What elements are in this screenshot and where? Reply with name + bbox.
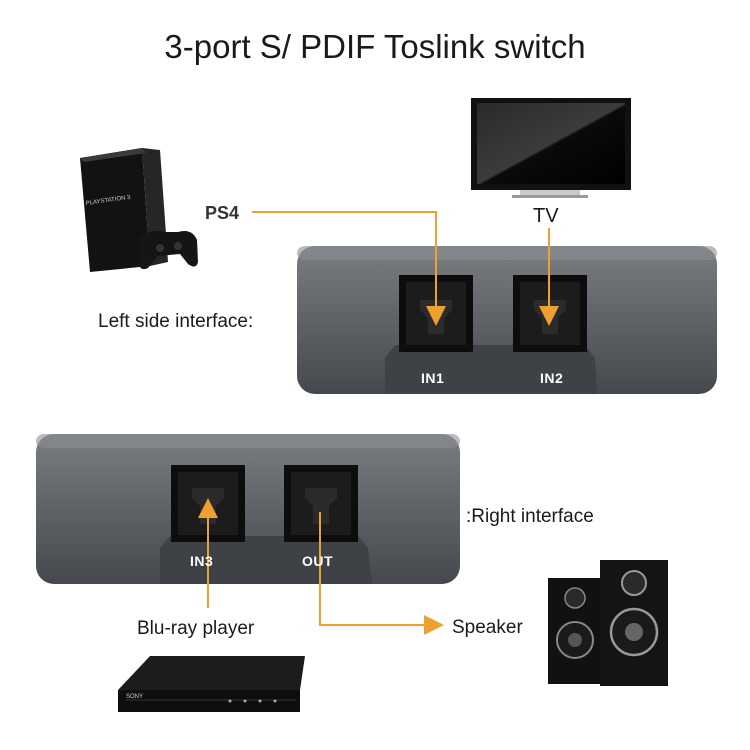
bluray-brand-text: SONY <box>126 694 143 700</box>
switch-left-side-housing <box>297 246 717 394</box>
port-label-in3: IN3 <box>190 553 214 569</box>
switch-right-side-housing <box>36 434 460 584</box>
connection-arrows <box>198 211 559 635</box>
arrow-out-to-speaker <box>319 512 444 635</box>
speakers-image <box>548 560 668 686</box>
port-label-in2: IN2 <box>540 370 564 386</box>
arrow-ps4-to-in1 <box>252 211 446 326</box>
tv-image <box>471 98 631 198</box>
right-interface-label: :Right interface <box>466 506 594 527</box>
ps4-label: PS4 <box>205 203 240 223</box>
bluray-player-image: SONY <box>118 656 305 712</box>
port-label-out: OUT <box>302 553 334 569</box>
left-side-interface-label: Left side interface: <box>98 311 254 332</box>
speaker-label: Speaker <box>452 617 523 638</box>
page-title: 3-port S/ PDIF Toslink switch <box>164 28 586 65</box>
gamepad-image <box>138 230 198 270</box>
bluray-player-label: Blu-ray player <box>137 618 255 639</box>
port-label-in1: IN1 <box>421 370 445 386</box>
tv-label: TV <box>533 205 559 227</box>
